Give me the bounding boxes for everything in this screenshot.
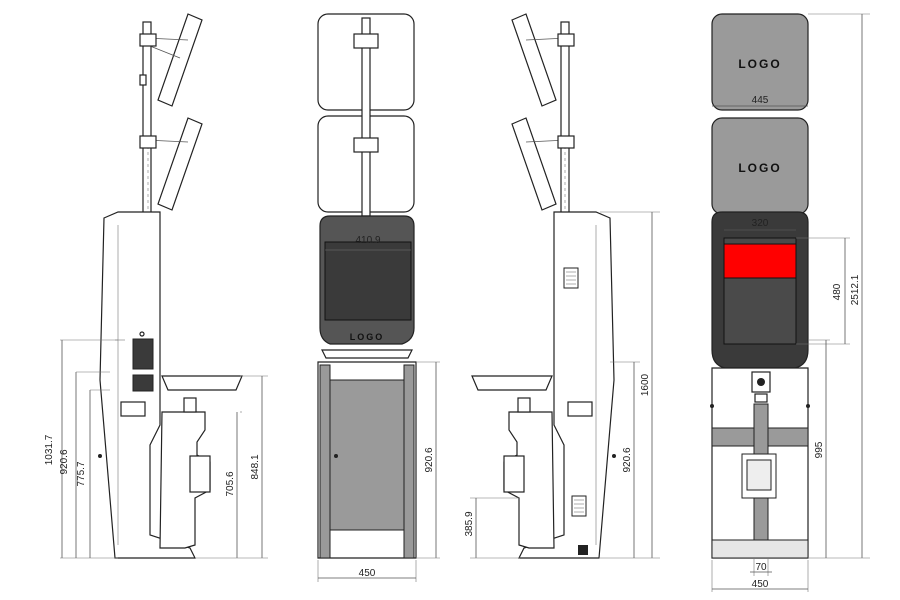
dim-label: 2512.1 <box>850 274 861 305</box>
touch-screen <box>324 241 412 321</box>
vent-grille <box>563 267 579 289</box>
keyboard-shelf <box>161 375 243 391</box>
mast-pole <box>142 21 152 218</box>
handset <box>503 455 525 493</box>
sign-panel-upper <box>511 13 557 107</box>
dim-label: 920.6 <box>622 447 633 472</box>
access-door <box>329 379 405 531</box>
dim-label: 320 <box>752 218 769 229</box>
logo-text: LOGO <box>738 161 781 175</box>
dim-label: 445 <box>752 95 769 106</box>
keyboard-shelf <box>471 375 553 391</box>
dim-label: 385.9 <box>464 511 475 536</box>
sign-panel-upper <box>157 13 203 107</box>
dim-label: 920.6 <box>59 449 70 474</box>
sign-panel-lower <box>157 117 203 211</box>
red-panel <box>723 243 797 279</box>
back-view: LOGO LOGO 445 320 2512.1 480 995 <box>710 13 870 592</box>
dim-label: 775.7 <box>76 461 87 486</box>
logo-text: LOGO <box>738 57 781 71</box>
sign-panel-lower <box>511 117 557 211</box>
logo-text: LOGO <box>350 332 385 342</box>
dim-label: 450 <box>359 568 376 579</box>
front-view: 410.9 LOGO 450 920.6 <box>317 13 440 582</box>
receipt-slot <box>567 401 593 417</box>
dim-label: 848.1 <box>250 454 261 479</box>
side-view-right: 1600 920.6 385.9 <box>464 13 660 559</box>
dim-label: 410.9 <box>355 235 380 246</box>
dim-label: 70 <box>755 562 767 573</box>
dim-label: 1600 <box>640 373 651 396</box>
logo-sign-upper <box>711 13 809 111</box>
side-view-left: 1031.7 920.6 775.7 705.6 848.1 <box>44 13 268 559</box>
dim-label: 705.6 <box>225 471 236 496</box>
dim-label: 480 <box>832 283 843 300</box>
keyboard-shelf <box>321 349 413 359</box>
vent-grille <box>571 495 587 517</box>
cabinet-body <box>518 211 615 559</box>
dim-label: 920.6 <box>424 447 435 472</box>
mast-pole <box>560 21 570 218</box>
scanner-window <box>132 374 154 392</box>
card-slot <box>132 338 154 370</box>
dim-label: 995 <box>814 441 825 458</box>
dim-label: 450 <box>752 579 769 590</box>
handset <box>189 455 211 493</box>
receipt-slot <box>120 401 146 417</box>
dim-label: 1031.7 <box>44 434 55 465</box>
